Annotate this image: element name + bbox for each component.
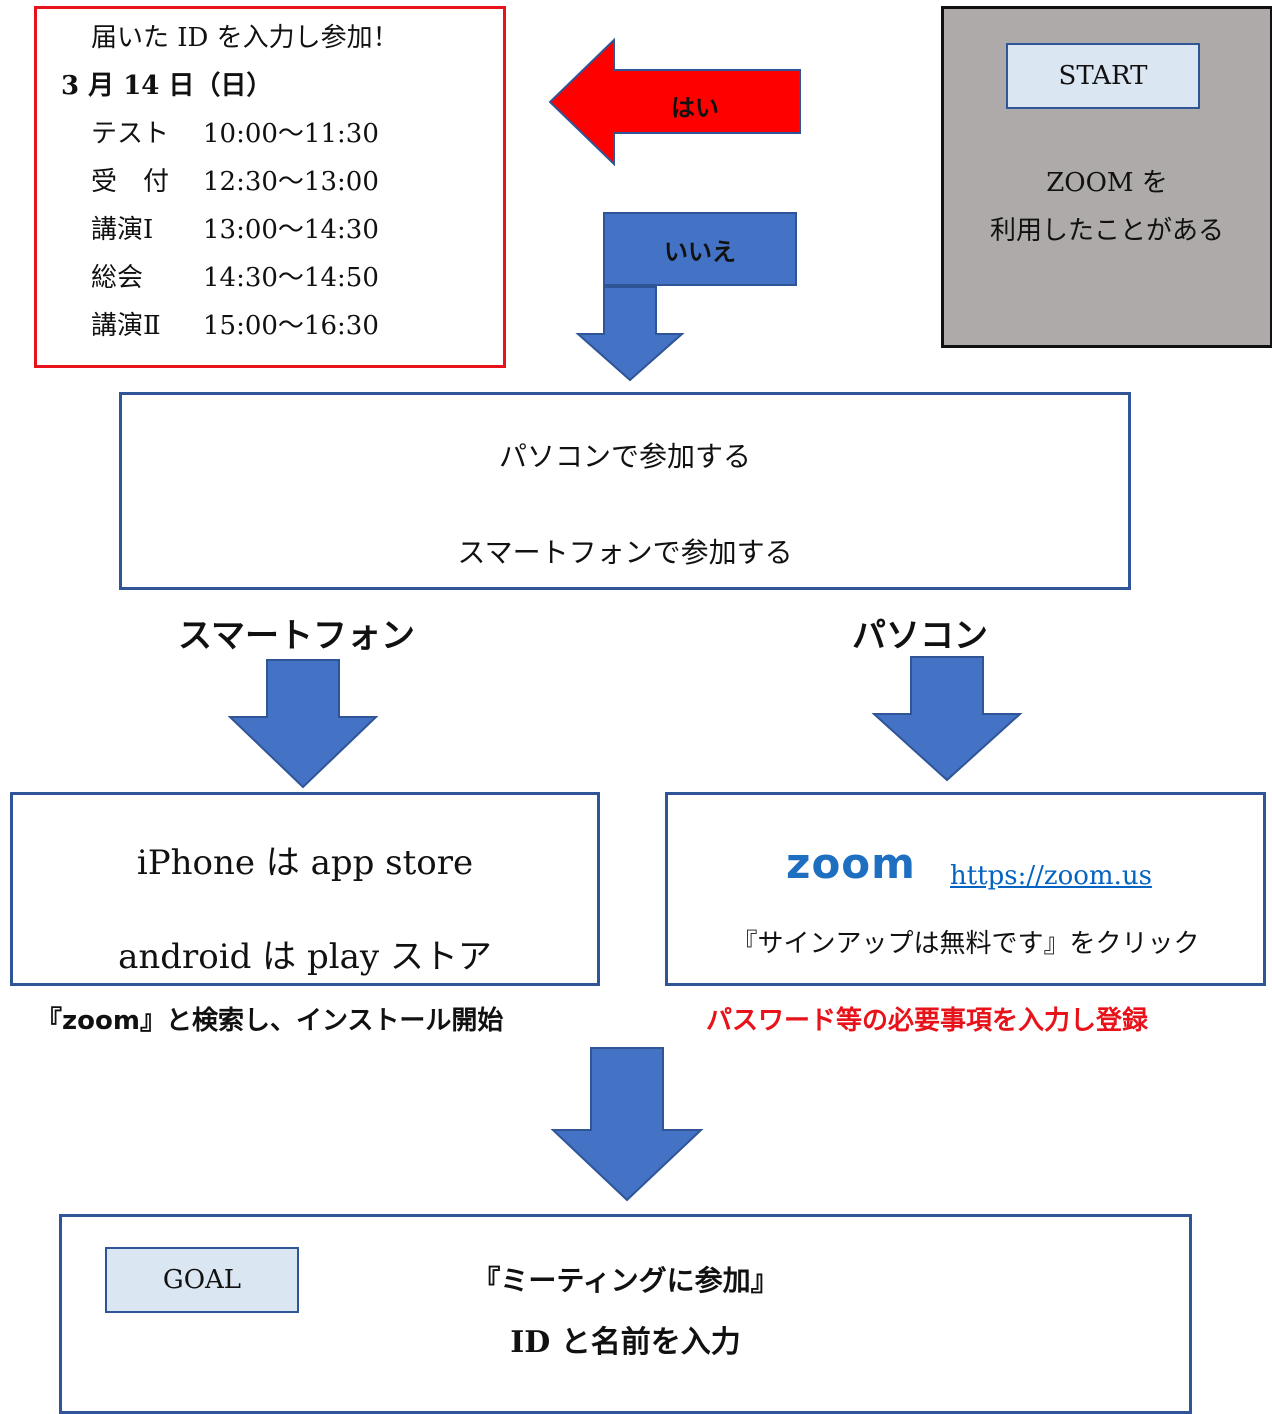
yes-label: はい (671, 94, 719, 122)
device-choice-box: パソコンで参加する スマートフォンで参加する (119, 392, 1131, 590)
pc-note: パスワード等の必要事項を入力し登録 (706, 1006, 1149, 1036)
pc-branch-heading: パソコン (852, 616, 988, 656)
schedule-item-label: 講演Ⅰ (91, 215, 154, 245)
no-arrow (575, 286, 685, 382)
schedule-header: 届いた ID を入力し参加！ (91, 23, 399, 53)
schedule-date: 3 月 14 日（日） (61, 71, 273, 101)
goal-label: GOAL (105, 1247, 299, 1313)
iphone-line: iPhone は app store (136, 843, 474, 883)
goal-line1: 『ミーティングに参加』 (472, 1264, 779, 1297)
goal-arrow (550, 1047, 704, 1202)
schedule-item-label: 総会 (91, 263, 144, 293)
phone-install-box: iPhone は app store android は play ストア (10, 792, 600, 986)
pc-signup-box: zoom https://zoom.us 『サインアップは無料です』をクリック (665, 792, 1266, 986)
goal-box: GOAL 『ミーティングに参加』 ID と名前を入力 (59, 1214, 1192, 1414)
schedule-box: 届いた ID を入力し参加！ 3 月 14 日（日） テスト 10:00～11:… (34, 6, 506, 368)
schedule-item-label: テスト (91, 119, 170, 149)
start-label: START (1006, 43, 1200, 109)
phone-branch-heading: スマートフォン (178, 616, 415, 656)
zoom-logo: zoom (786, 839, 916, 888)
zoom-url-link[interactable]: https://zoom.us (950, 861, 1152, 891)
yes-arrow (548, 37, 801, 167)
schedule-item-label: 講演Ⅱ (91, 311, 161, 341)
start-question-line2: 利用したことがある (989, 216, 1224, 246)
schedule-item-time: 10:00～11:30 (203, 119, 379, 149)
schedule-item-time: 12:30～13:00 (203, 167, 379, 197)
phone-branch-arrow (227, 659, 379, 789)
schedule-item-time: 14:30～14:50 (203, 263, 379, 293)
no-label: いいえ (603, 212, 797, 286)
phone-option: スマートフォンで参加する (457, 536, 793, 569)
start-question-line1: ZOOM を (1046, 168, 1168, 198)
android-line: android は play ストア (118, 937, 492, 977)
signup-instruction: 『サインアップは無料です』をクリック (731, 929, 1200, 959)
schedule-item-time: 15:00～16:30 (203, 311, 379, 341)
pc-option: パソコンで参加する (498, 440, 751, 473)
pc-branch-arrow (871, 656, 1023, 782)
schedule-item-time: 13:00～14:30 (203, 215, 379, 245)
goal-line2: ID と名前を入力 (510, 1325, 741, 1360)
phone-note: 『zoom』と検索し、インストール開始 (36, 1006, 504, 1036)
schedule-item-label: 受 付 (91, 167, 170, 197)
